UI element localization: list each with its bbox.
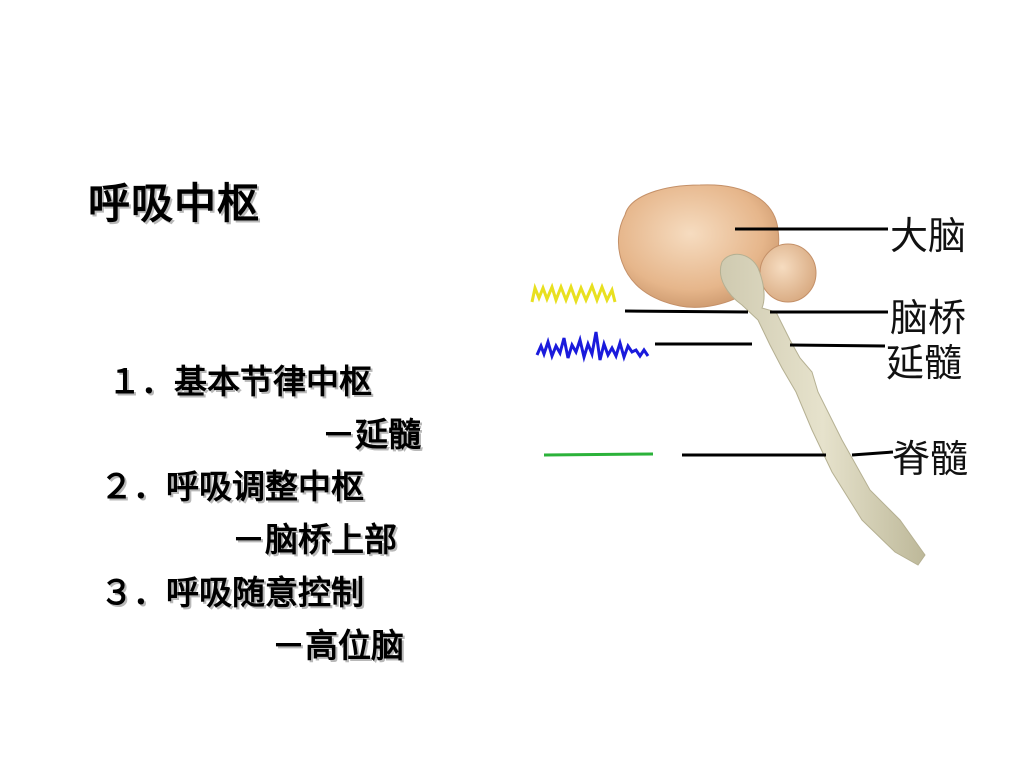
slide-title: 呼吸中枢 <box>88 179 261 228</box>
item-3-location: －高位脑 <box>272 626 404 665</box>
pons-rhythm-wave <box>530 281 617 306</box>
pons-label: 脑桥 <box>890 296 967 340</box>
cerebellum-shape <box>759 243 817 303</box>
spinal-cord-label: 脊髓 <box>892 437 969 481</box>
item-3-label: ３．呼吸随意控制 <box>100 573 364 612</box>
item-2-location: －脑桥上部 <box>232 520 397 559</box>
item-1-location: －延髓 <box>322 415 421 454</box>
medulla-label: 延髓 <box>886 341 963 385</box>
item-1-label: １．基本节律中枢 <box>108 362 372 401</box>
item-2-label: ２．呼吸调整中枢 <box>100 467 364 506</box>
spinal-flat-line <box>543 452 654 457</box>
pons-pointer-line-left <box>624 309 749 314</box>
spinal-pointer-line-right <box>851 450 894 457</box>
cerebrum-label: 大脑 <box>890 214 967 258</box>
medulla-pointer-line-right <box>789 343 886 348</box>
medulla-rhythm-wave <box>535 331 650 363</box>
spinal-cord-shape <box>720 253 926 566</box>
